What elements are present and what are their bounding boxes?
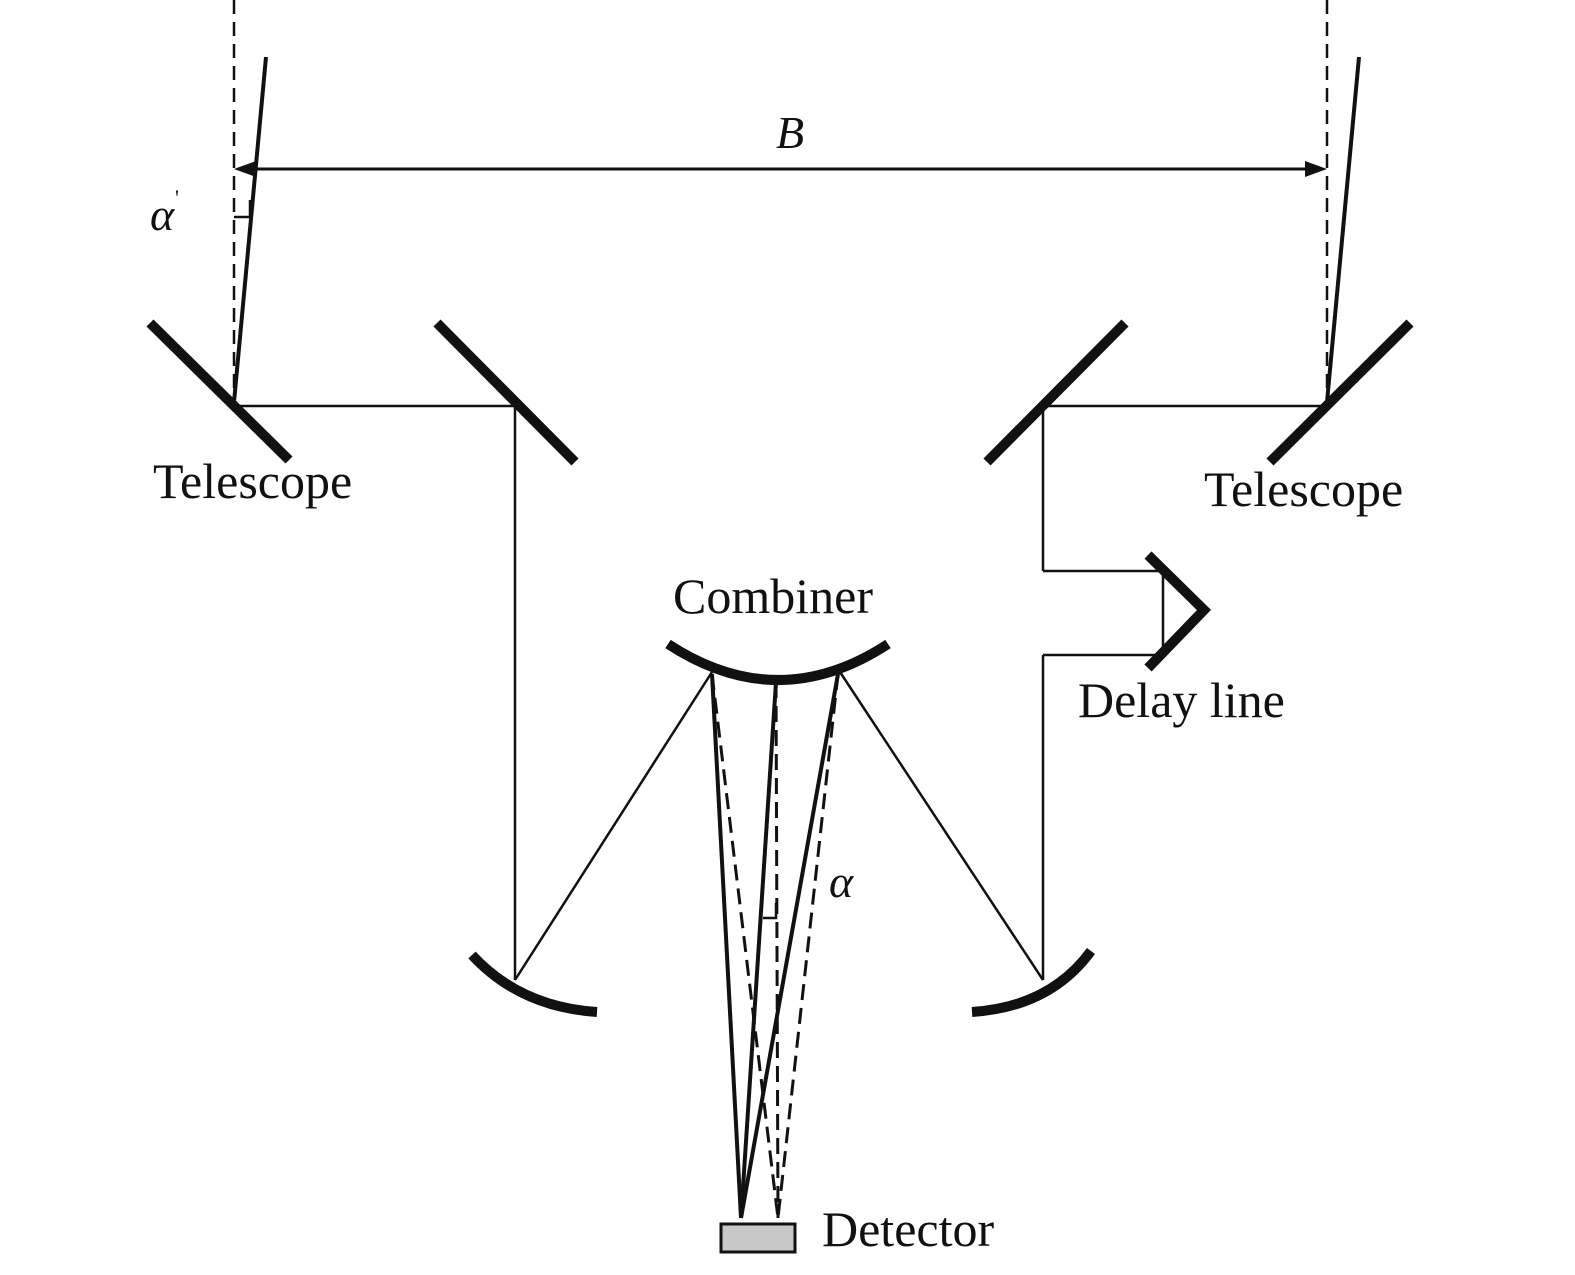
detector-rays — [710, 673, 840, 1219]
baseline-arrow — [234, 161, 1327, 177]
alpha-right-angle — [763, 903, 778, 920]
left-focusing-mirror — [468, 951, 598, 1017]
flat-mirrors — [146, 319, 1414, 466]
right-focusing-mirror — [971, 948, 1096, 1017]
beam-paths — [234, 404, 1327, 981]
baseline-label: B — [776, 107, 804, 158]
solid-ray-1 — [710, 673, 743, 1219]
alpha-prime-label: α — [150, 189, 175, 240]
dashed-ray-3 — [776, 673, 840, 1219]
delay-line-reflector — [1144, 551, 1212, 672]
dashed-ray-2 — [774, 681, 780, 1219]
right-focus-to-combiner — [838, 671, 1045, 981]
alpha-prime-right-angle — [234, 200, 252, 219]
left-relay-mirror — [433, 319, 579, 466]
left-incoming-ray — [232, 56, 268, 403]
combiner-label: Combiner — [673, 568, 873, 624]
curved-mirrors — [468, 639, 1096, 1017]
detector-box — [719, 1222, 797, 1254]
left-focus-to-combiner — [513, 671, 714, 981]
baseline-arrowhead-left — [234, 161, 256, 177]
right-telescope-mirror — [1266, 319, 1414, 466]
right-relay-mirror — [983, 319, 1129, 466]
detector-label: Detector — [822, 1201, 994, 1257]
delay-line-label: Delay line — [1078, 672, 1285, 728]
right-incoming-ray — [1325, 56, 1361, 403]
dashed-ray-1 — [710, 673, 780, 1219]
combiner-mirror — [665, 639, 891, 685]
baseline-arrowhead-right — [1305, 161, 1327, 177]
solid-ray-2 — [739, 681, 778, 1219]
incoming-starlight — [232, 0, 1361, 403]
alpha-prime-mark: ' — [175, 185, 179, 210]
left-telescope-label: Telescope — [153, 453, 352, 509]
right-telescope-label: Telescope — [1204, 461, 1403, 517]
alpha-label: α — [829, 856, 854, 907]
solid-ray-3 — [739, 673, 840, 1219]
left-telescope-mirror — [146, 319, 293, 464]
